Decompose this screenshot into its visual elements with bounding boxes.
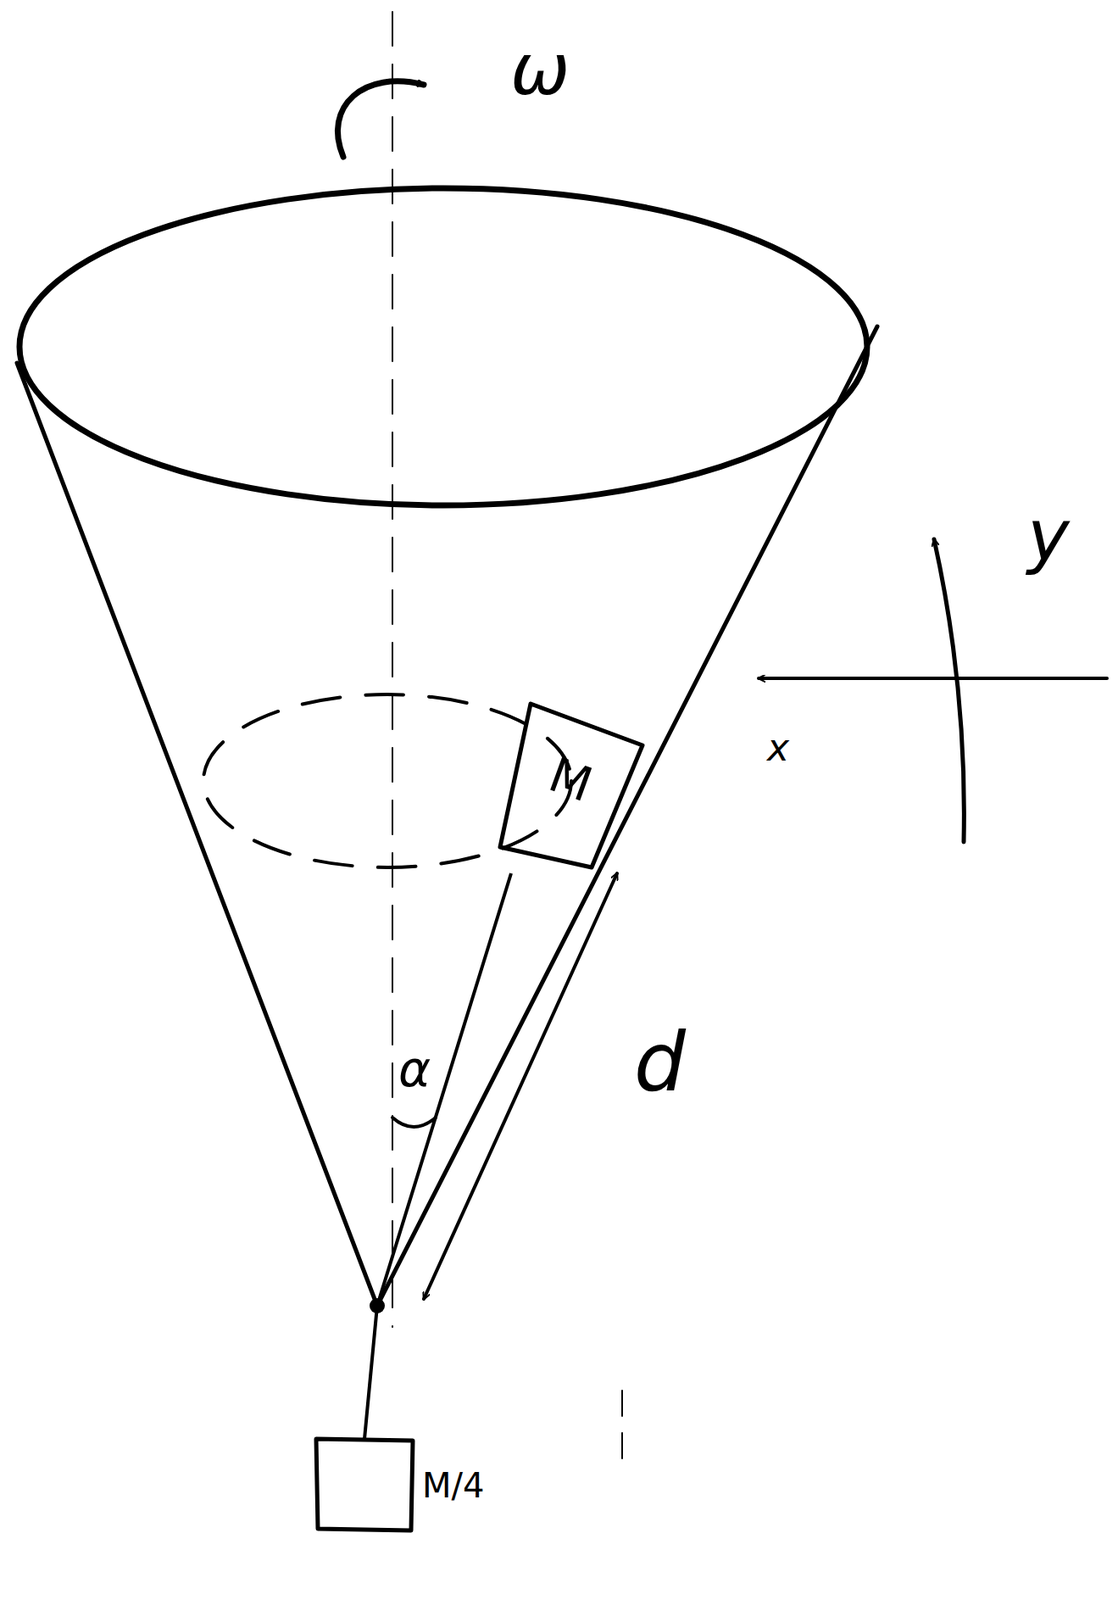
angle-arc [392,1117,436,1127]
y-axis-arrow [934,539,964,842]
angular-velocity-label: ω [510,33,570,106]
rope [364,873,512,1439]
cone-rim [19,188,868,506]
distance-label: d [634,1021,686,1103]
axis-label: x [767,728,790,767]
x-axis-arrow [758,676,1107,680]
sliding-block: M [495,696,649,875]
rotation-axis [391,11,394,1327]
cone-side [377,326,878,1306]
block-shape [500,703,643,868]
cone-side [16,362,378,1306]
block-shape [316,1438,413,1530]
mass-label: M/4 [422,1468,484,1502]
dimension-arrow [423,873,618,1299]
axis-label: y [1027,500,1070,572]
stray-mark [621,1390,623,1458]
hanging-block: M/4 [313,1435,492,1535]
angle-label: α [398,1044,431,1094]
rotation-arrow [337,81,424,157]
mass-label: M [543,750,599,810]
